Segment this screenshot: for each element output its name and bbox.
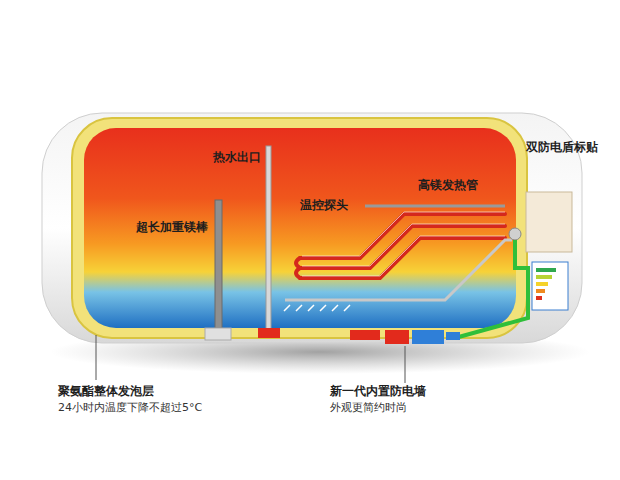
outer-shell	[42, 113, 582, 343]
cold-water-pipe	[285, 240, 512, 300]
magnesium-rod	[215, 200, 222, 328]
ground-wire	[455, 240, 528, 338]
pipe-label: 热水出口	[213, 150, 261, 164]
inlet-spray	[284, 305, 350, 311]
inner-tank	[84, 128, 516, 328]
inlet-fitting	[446, 332, 460, 340]
sticker	[526, 192, 572, 252]
heating-tube-highlight	[302, 212, 505, 276]
energy-bar	[536, 275, 552, 279]
valve	[350, 330, 380, 340]
heater-label: 高镁发热管	[418, 178, 478, 192]
hot-water-pipe	[266, 146, 271, 330]
temperature-probe	[365, 205, 505, 208]
anti-electric-wall-red	[385, 330, 409, 344]
probe-label: 温控探头	[300, 198, 348, 212]
wall-label: 新一代内置防电墙	[330, 384, 426, 398]
foam-layer	[72, 118, 527, 338]
wall-note: 外观更简约时尚	[330, 401, 407, 414]
energy-bar	[536, 282, 548, 286]
energy-bar	[536, 296, 542, 300]
rod-fitting	[205, 328, 231, 340]
leader-line	[96, 335, 97, 380]
flange	[509, 228, 521, 240]
leader-line	[405, 346, 406, 383]
foam-label: 聚氨酯整体发泡层	[58, 384, 154, 398]
energy-label	[532, 262, 568, 310]
outlet-fitting	[258, 328, 280, 338]
rod-label: 超长加重镁棒	[136, 220, 208, 234]
anti-electric-wall-blue	[412, 330, 444, 344]
foam-note: 24小时内温度下降不超过5°C	[58, 401, 202, 414]
energy-bar	[536, 289, 545, 293]
sticker-label: 双防电盾标贴	[526, 140, 598, 154]
heating-tube	[296, 214, 505, 278]
energy-bar	[536, 268, 556, 272]
